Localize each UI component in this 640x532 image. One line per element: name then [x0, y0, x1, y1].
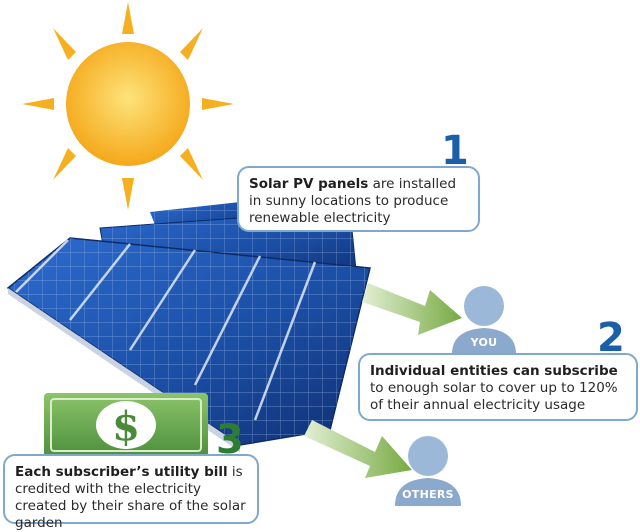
step-3-callout: Each subscriber’s utility bill is credit…	[3, 454, 259, 531]
step-1-number: 1	[441, 128, 469, 174]
step-3-number: 3	[216, 417, 244, 463]
arrow-to-others	[304, 420, 412, 478]
dollar-sign: $	[112, 403, 140, 450]
step-2-callout: Individual entities can subscribe to eno…	[358, 353, 638, 421]
step-1-callout: Solar PV panels are installed in sunny l…	[237, 166, 480, 232]
others-label: OTHERS	[402, 488, 454, 501]
step-2-number: 2	[597, 315, 625, 361]
you-label: YOU	[470, 336, 498, 349]
step-3-text: is credited with the electricity created…	[15, 464, 246, 531]
person-others-icon	[395, 436, 461, 506]
step-2-bold: Individual entities can subscribe	[370, 363, 618, 379]
step-3-bold: Each subscriber’s utility bill	[15, 464, 228, 480]
step-1-bold: Solar PV panels	[249, 176, 369, 192]
solar-panel-array	[6, 202, 371, 452]
step-1-text: are installed in sunny locations to prod…	[249, 176, 457, 226]
dollar-bill-icon: $	[44, 393, 208, 457]
sun-icon	[22, 2, 234, 210]
step-2-text: to enough solar to cover up to 120% of t…	[370, 380, 618, 413]
person-you-icon	[452, 286, 516, 354]
arrow-to-you	[362, 283, 462, 335]
